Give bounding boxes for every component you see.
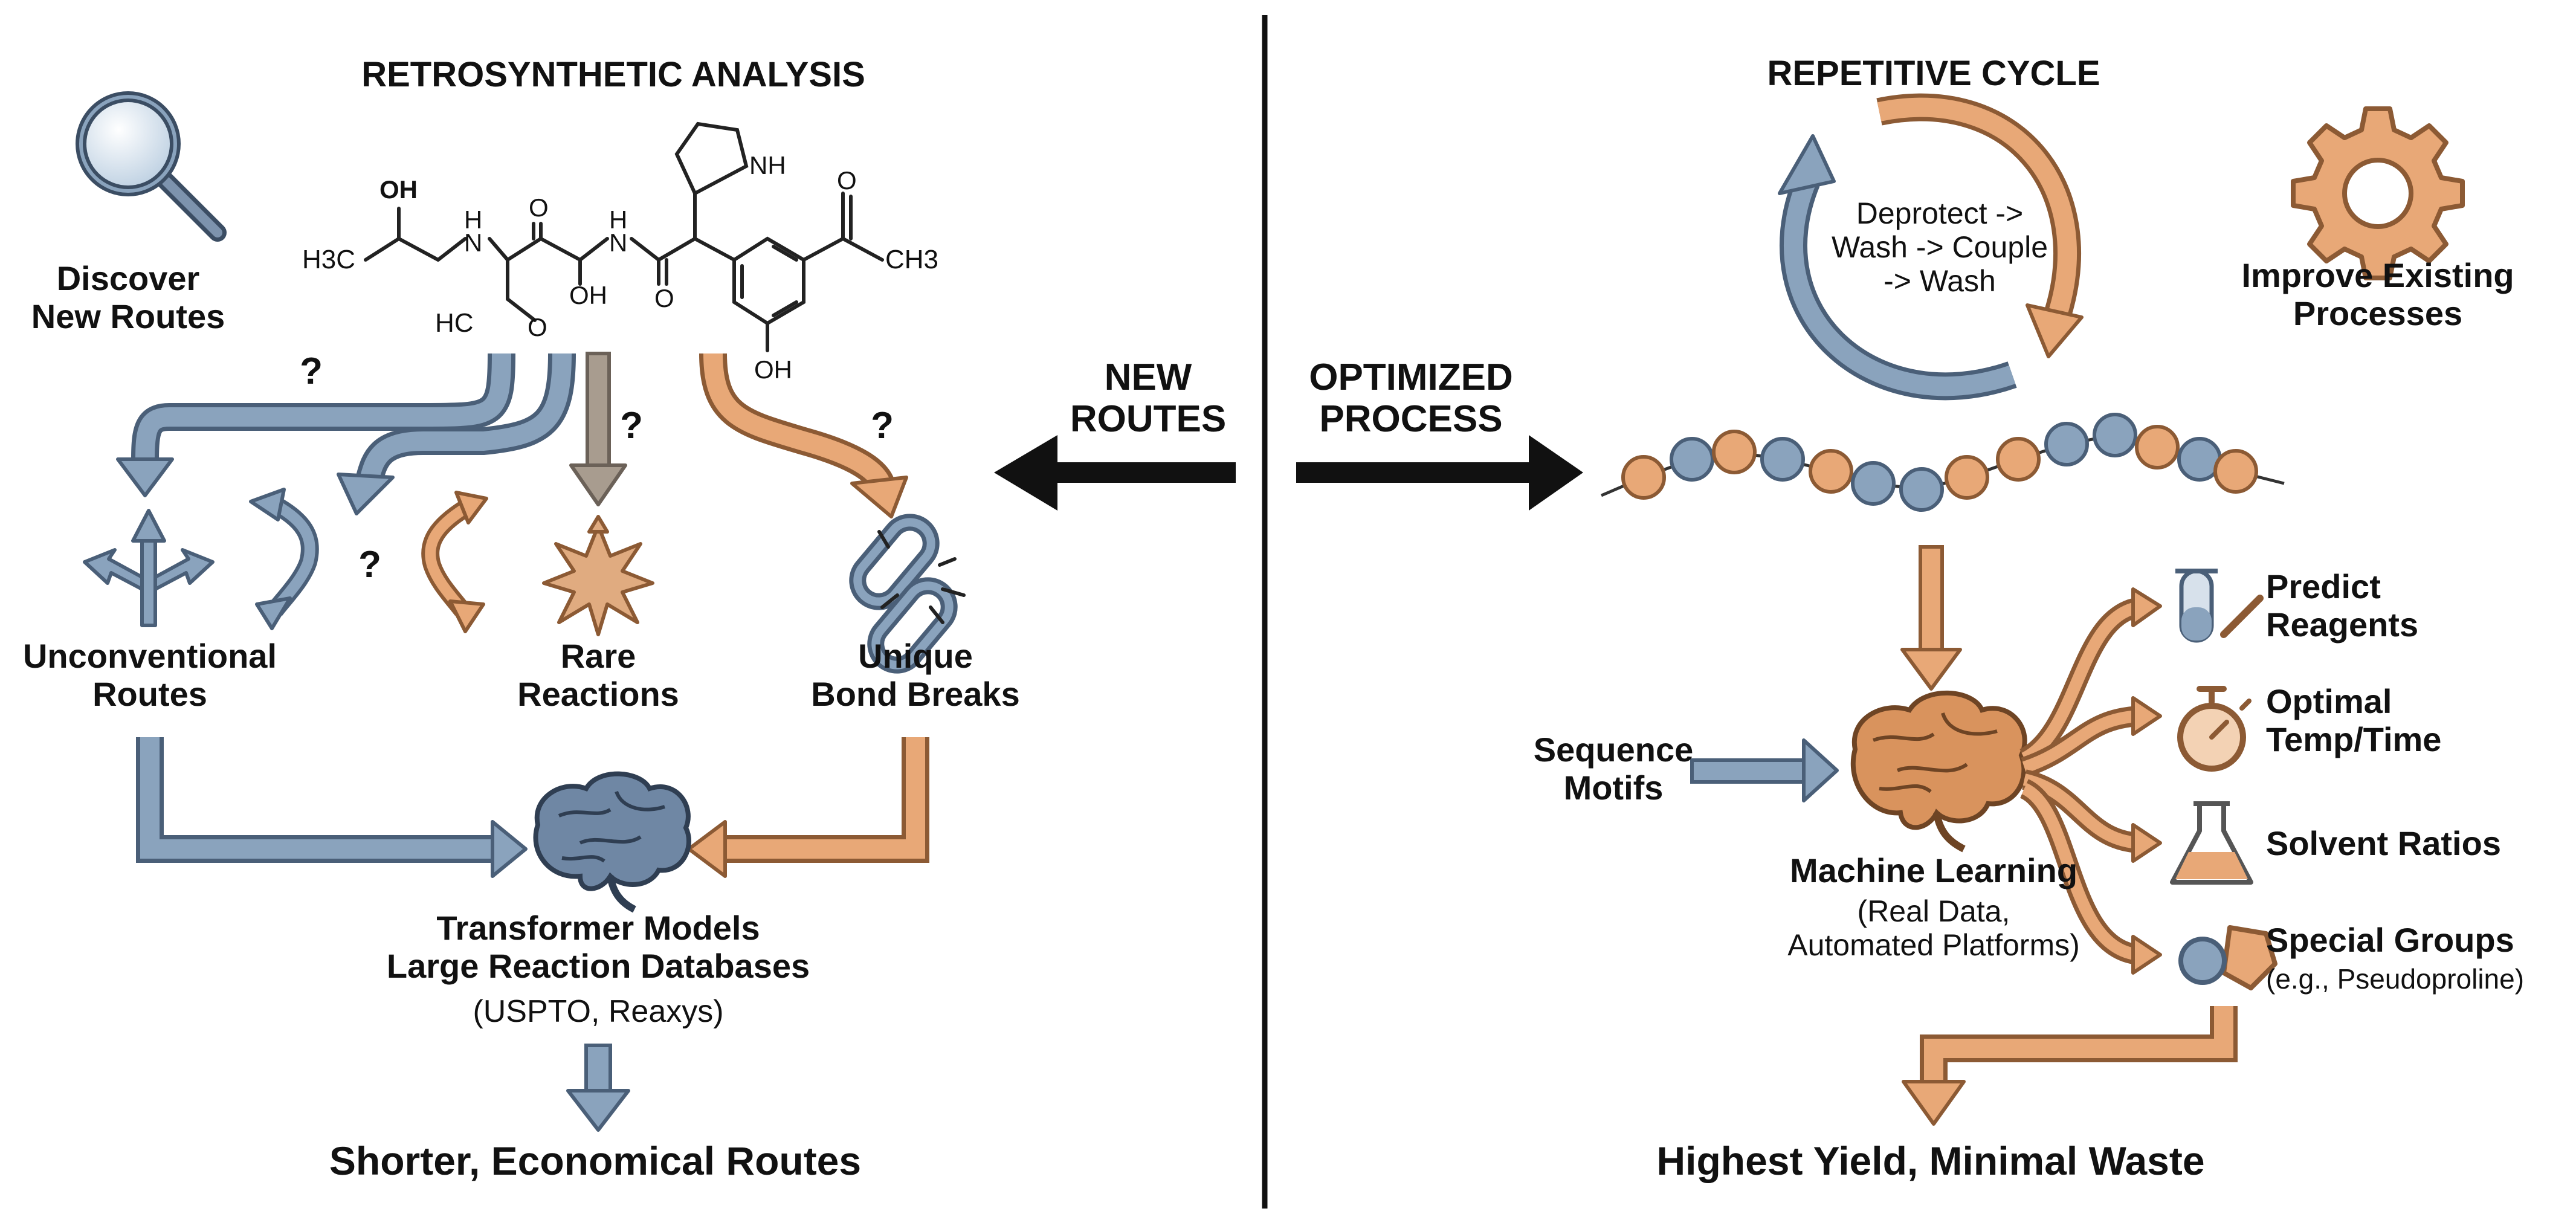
question-mark-1: ? xyxy=(300,350,323,392)
bead-8 xyxy=(1945,455,1989,500)
stopwatch-icon xyxy=(2177,686,2252,772)
peptide-molecule xyxy=(364,121,884,352)
atom-oh3: OH xyxy=(754,355,792,384)
magnifier-icon xyxy=(76,91,227,242)
atom-nh: NH xyxy=(749,151,786,179)
cycle-arrows xyxy=(1778,93,2084,401)
right-title: REPETITIVE CYCLE xyxy=(1767,54,2100,93)
route-arrow-2 xyxy=(337,353,576,515)
question-mark-3: ? xyxy=(871,405,894,447)
atom-o2: O xyxy=(528,313,547,341)
atom-hc: HC xyxy=(435,308,474,338)
brain-icon-right xyxy=(1850,690,2027,853)
bondbreaks-to-model-arrow xyxy=(687,737,929,878)
atom-o4: O xyxy=(837,166,857,195)
flask-icon xyxy=(2170,801,2253,885)
bead-14 xyxy=(2213,449,2258,494)
predict-reagents-label: Predict Reagents xyxy=(2266,567,2419,644)
question-mark-4: ? xyxy=(358,544,381,586)
atom-oh: OH xyxy=(379,175,418,204)
bead-group xyxy=(1621,413,2258,512)
test-tube-icon xyxy=(2175,569,2264,643)
atom-nh-n: N xyxy=(464,228,483,257)
bead-11 xyxy=(2093,413,2137,457)
bead-7 xyxy=(1899,467,1944,512)
left-result: Shorter, Economical Routes xyxy=(329,1138,862,1183)
special-groups-label: Special Groups xyxy=(2266,921,2514,959)
bead-9 xyxy=(1996,437,2041,482)
ml-output-arrowheads xyxy=(2131,587,2162,975)
sequence-motifs-label: Sequence Motifs xyxy=(1533,731,1694,807)
right-result: Highest Yield, Minimal Waste xyxy=(1656,1138,2205,1183)
unique-bond-breaks-label: Unique Bond Breaks xyxy=(811,637,1020,713)
solvent-ratios-label: Solvent Ratios xyxy=(2266,824,2501,862)
sequence-to-ml-arrow xyxy=(1690,738,1839,802)
to-result-arrow-left xyxy=(566,1044,630,1132)
discover-label: Discover New Routes xyxy=(31,259,225,335)
unconventional-to-model-arrow xyxy=(136,737,528,878)
improve-processes-label: Improve Existing Processes xyxy=(2241,256,2514,332)
bead-2 xyxy=(1670,437,1714,482)
special-groups-icon xyxy=(2178,925,2277,990)
chain-to-ml-arrow xyxy=(1900,545,1962,691)
brain-icon-left xyxy=(533,771,691,913)
optimized-process-label: OPTIMIZED PROCESS xyxy=(1309,357,1513,441)
bead-1 xyxy=(1621,455,1666,500)
route-arrow-1 xyxy=(116,353,515,497)
route-arrow-4 xyxy=(699,353,908,518)
optimal-temp-label: Optimal Temp/Time xyxy=(2266,682,2442,758)
special-groups-example: (e.g., Pseudoproline) xyxy=(2266,963,2525,995)
rare-reactions-label: Rare Reactions xyxy=(517,637,679,713)
atom-nh-h: H xyxy=(464,205,483,234)
bead-5 xyxy=(1809,449,1853,494)
route-arrow-3 xyxy=(569,352,627,506)
branching-arrows-icon xyxy=(83,509,215,627)
unconventional-routes-label: Unconventional Routes xyxy=(22,637,277,713)
split-arrows-icon xyxy=(249,488,488,633)
atom-n2: N xyxy=(609,228,628,257)
atom-n2-h: H xyxy=(609,205,628,234)
atom-ch3: CH3 xyxy=(885,245,939,274)
to-result-arrow-right xyxy=(1902,1006,2238,1126)
bead-12 xyxy=(2135,425,2180,470)
new-routes-arrow xyxy=(994,435,1236,511)
atom-o1: O xyxy=(529,193,549,222)
bead-4 xyxy=(1760,437,1805,482)
broken-chain-icon xyxy=(849,514,966,674)
optimized-process-arrow xyxy=(1296,435,1583,511)
bead-3 xyxy=(1712,430,1757,474)
atom-h3c: H3C xyxy=(302,245,356,274)
starburst-icon xyxy=(542,515,654,636)
databases-label: (USPTO, Reaxys) xyxy=(473,994,724,1029)
bead-6 xyxy=(1851,461,1896,506)
bead-10 xyxy=(2044,422,2089,466)
left-title: RETROSYNTHETIC ANALYSIS xyxy=(361,55,865,94)
transformer-models-label: Transformer Models Large Reaction Databa… xyxy=(386,909,810,985)
ml-output-arrows xyxy=(2019,597,2142,965)
new-routes-label: NEW ROUTES xyxy=(1070,357,1227,441)
atom-o3: O xyxy=(654,284,674,312)
question-mark-2: ? xyxy=(620,405,643,447)
cycle-steps: Deprotect -> Wash -> Couple -> Wash xyxy=(1831,196,2048,298)
ml-title: Machine Learning xyxy=(1789,851,2078,889)
atom-oh2: OH xyxy=(569,281,607,309)
ml-subtitle: (Real Data, Automated Platforms) xyxy=(1787,894,2080,962)
gear-icon xyxy=(2291,106,2465,280)
